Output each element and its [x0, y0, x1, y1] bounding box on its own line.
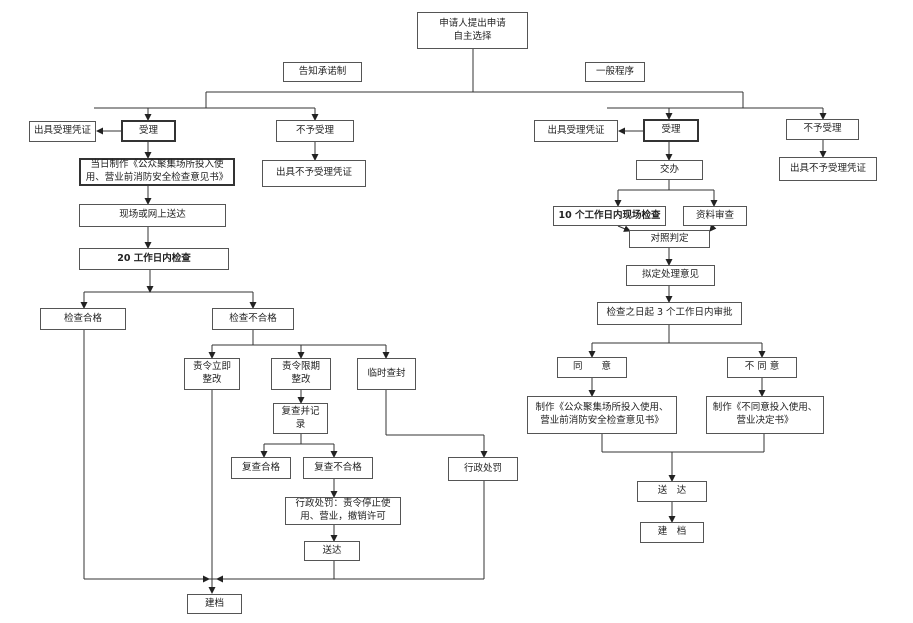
left-check-fail-node: 检查不合格	[212, 308, 294, 330]
right-approve-3-days-node: 检查之日起 3 个工作日内审批	[597, 302, 742, 325]
left-issue-reject-receipt-node: 出具不予受理凭证	[262, 160, 366, 187]
left-reject-node: 不予受理	[276, 120, 354, 142]
left-recheck-pass-node: 复查合格	[231, 457, 291, 479]
right-compare-judge-node: 对照判定	[629, 230, 710, 248]
right-check-10-days-node: 10 个工作日内现场检查	[553, 206, 666, 226]
left-issue-receipt-node: 出具受理凭证	[29, 121, 96, 142]
left-temporary-seal-node: 临时查封	[357, 358, 416, 390]
left-deliver-node: 送达	[304, 541, 360, 561]
right-issue-receipt-node: 出具受理凭证	[534, 120, 618, 142]
left-rectify-immediately-node: 责令立即 整改	[184, 358, 240, 390]
left-accept-node: 受理	[121, 120, 176, 142]
left-recheck-fail-node: 复查不合格	[303, 457, 373, 479]
left-recheck-record-node: 复查并记 录	[273, 403, 328, 434]
right-make-decision-node: 制作《不同意投入使用、营业决定书》	[706, 396, 824, 434]
right-disagree-node: 不 同 意	[727, 357, 797, 378]
right-archive-node: 建 档	[640, 522, 704, 543]
right-deliver-node: 送 达	[637, 481, 707, 502]
left-archive-node: 建档	[187, 594, 242, 614]
right-accept-node: 受理	[643, 119, 699, 142]
right-assign-node: 交办	[636, 160, 703, 180]
left-check-20-days-node: 20 工作日内检查	[79, 248, 229, 270]
right-issue-reject-receipt-node: 出具不予受理凭证	[779, 157, 877, 181]
left-same-day-opinion-node: 当日制作《公众聚集场所投入使用、营业前消防安全检查意见书》	[79, 158, 235, 186]
left-admin-penalty-node: 行政处罚	[448, 457, 518, 481]
left-admin-penalty-order-node: 行政处罚：责令停止使用、营业，撤销许可	[285, 497, 401, 525]
left-deliver-site-online-node: 现场或网上送达	[79, 204, 226, 227]
right-make-opinion-node: 制作《公众聚集场所投入使用、营业前消防安全检查意见书》	[527, 396, 677, 434]
right-draft-opinion-node: 拟定处理意见	[626, 265, 715, 286]
left-rectify-deadline-node: 责令限期 整改	[271, 358, 331, 390]
notify-commit-label: 告知承诺制	[283, 62, 362, 82]
apply-node: 申请人提出申请 自主选择	[417, 12, 528, 49]
right-document-review-node: 资料审查	[683, 206, 747, 226]
right-reject-node: 不予受理	[786, 119, 859, 140]
right-agree-node: 同 意	[557, 357, 627, 378]
left-check-pass-node: 检查合格	[40, 308, 126, 330]
general-procedure-label: 一般程序	[585, 62, 645, 82]
